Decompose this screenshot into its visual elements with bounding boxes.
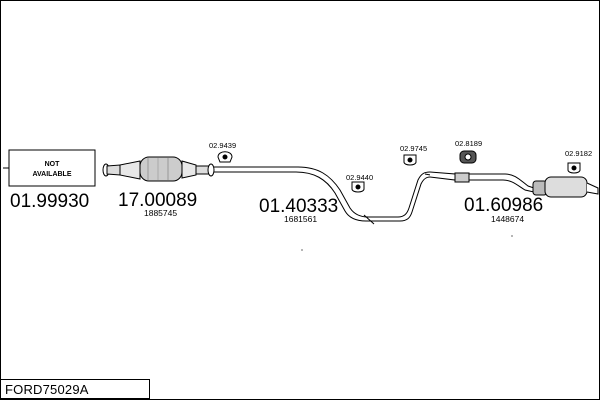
fitting-label-1: 02.9439 — [209, 141, 236, 150]
oem-number-4: 1448674 — [491, 214, 524, 224]
vehicle-code-box: FORD75029A — [0, 379, 150, 399]
catalytic-converter — [102, 156, 215, 182]
part-number-3: 01.40333 — [259, 196, 338, 217]
vehicle-code: FORD75029A — [5, 382, 89, 397]
part-number-1: 01.99930 — [10, 191, 89, 212]
oem-number-3: 1681561 — [284, 214, 317, 224]
rubber-mount-fitting — [459, 150, 477, 164]
not-available-line1: NOT — [45, 161, 61, 168]
part-number-2: 17.00089 — [118, 190, 197, 211]
not-available-line2: AVAILABLE — [32, 171, 71, 178]
fitting-label-5: 02.9182 — [565, 149, 592, 158]
rear-silencer — [429, 171, 599, 198]
hanger-fitting-b — [403, 154, 417, 166]
fitting-label-2: 02.9440 — [346, 173, 373, 182]
hanger-fitting-a — [351, 181, 365, 193]
fitting-label-3: 02.9745 — [400, 144, 427, 153]
hanger-fitting-c — [567, 162, 581, 174]
part-number-4: 01.60986 — [464, 195, 543, 216]
not-available-box: NOT AVAILABLE — [3, 149, 96, 187]
fitting-label-4: 02.8189 — [455, 139, 482, 148]
clamp-fitting — [217, 151, 233, 163]
oem-number-2: 1885745 — [144, 208, 177, 218]
